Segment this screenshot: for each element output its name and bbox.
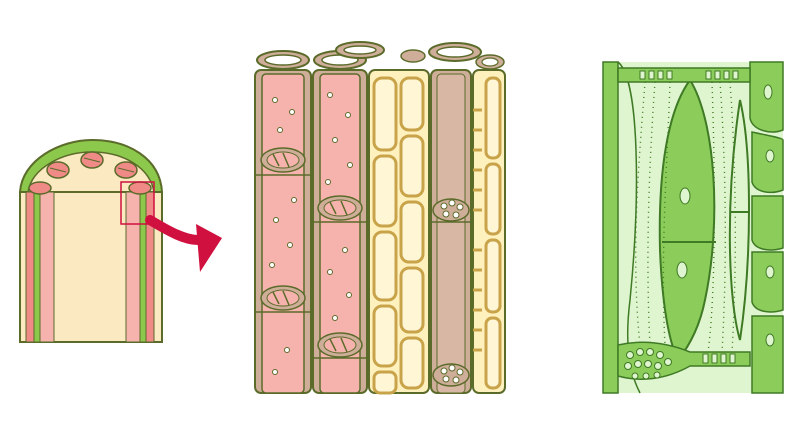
top-sieve-plate [617,67,751,83]
zoom-arrow [145,215,222,272]
bundle-cap-left [28,181,52,195]
plastids-col2 [325,92,353,321]
left-bundle-outer [25,191,35,343]
stem-section-panel [18,138,164,343]
phloem-xylem-panel [254,41,506,395]
bottom-sieve-plate [617,341,751,380]
sieve-plates-col2 [313,195,367,359]
sieve-plates-col1 [255,147,311,313]
top-cell-4 [400,49,426,63]
left-bundle-pink [39,191,55,343]
nucleus-2 [676,261,688,279]
right-bundle-pink [125,191,141,343]
right-outer-cells [749,61,784,394]
pit-rungs [473,108,482,352]
plastids-col1 [269,97,297,375]
right-bundle-inner [139,191,147,343]
left-bundle-inner [33,191,41,343]
left-cell-wall [602,61,619,394]
right-bundle-outer [145,191,155,343]
sieve-plate-panel [602,61,784,394]
right-spindle-cell [728,99,750,341]
companion-cells [372,76,425,395]
zoom-region-box [120,181,155,225]
nucleus-1 [679,187,691,205]
bundle-cap-right [128,181,152,195]
